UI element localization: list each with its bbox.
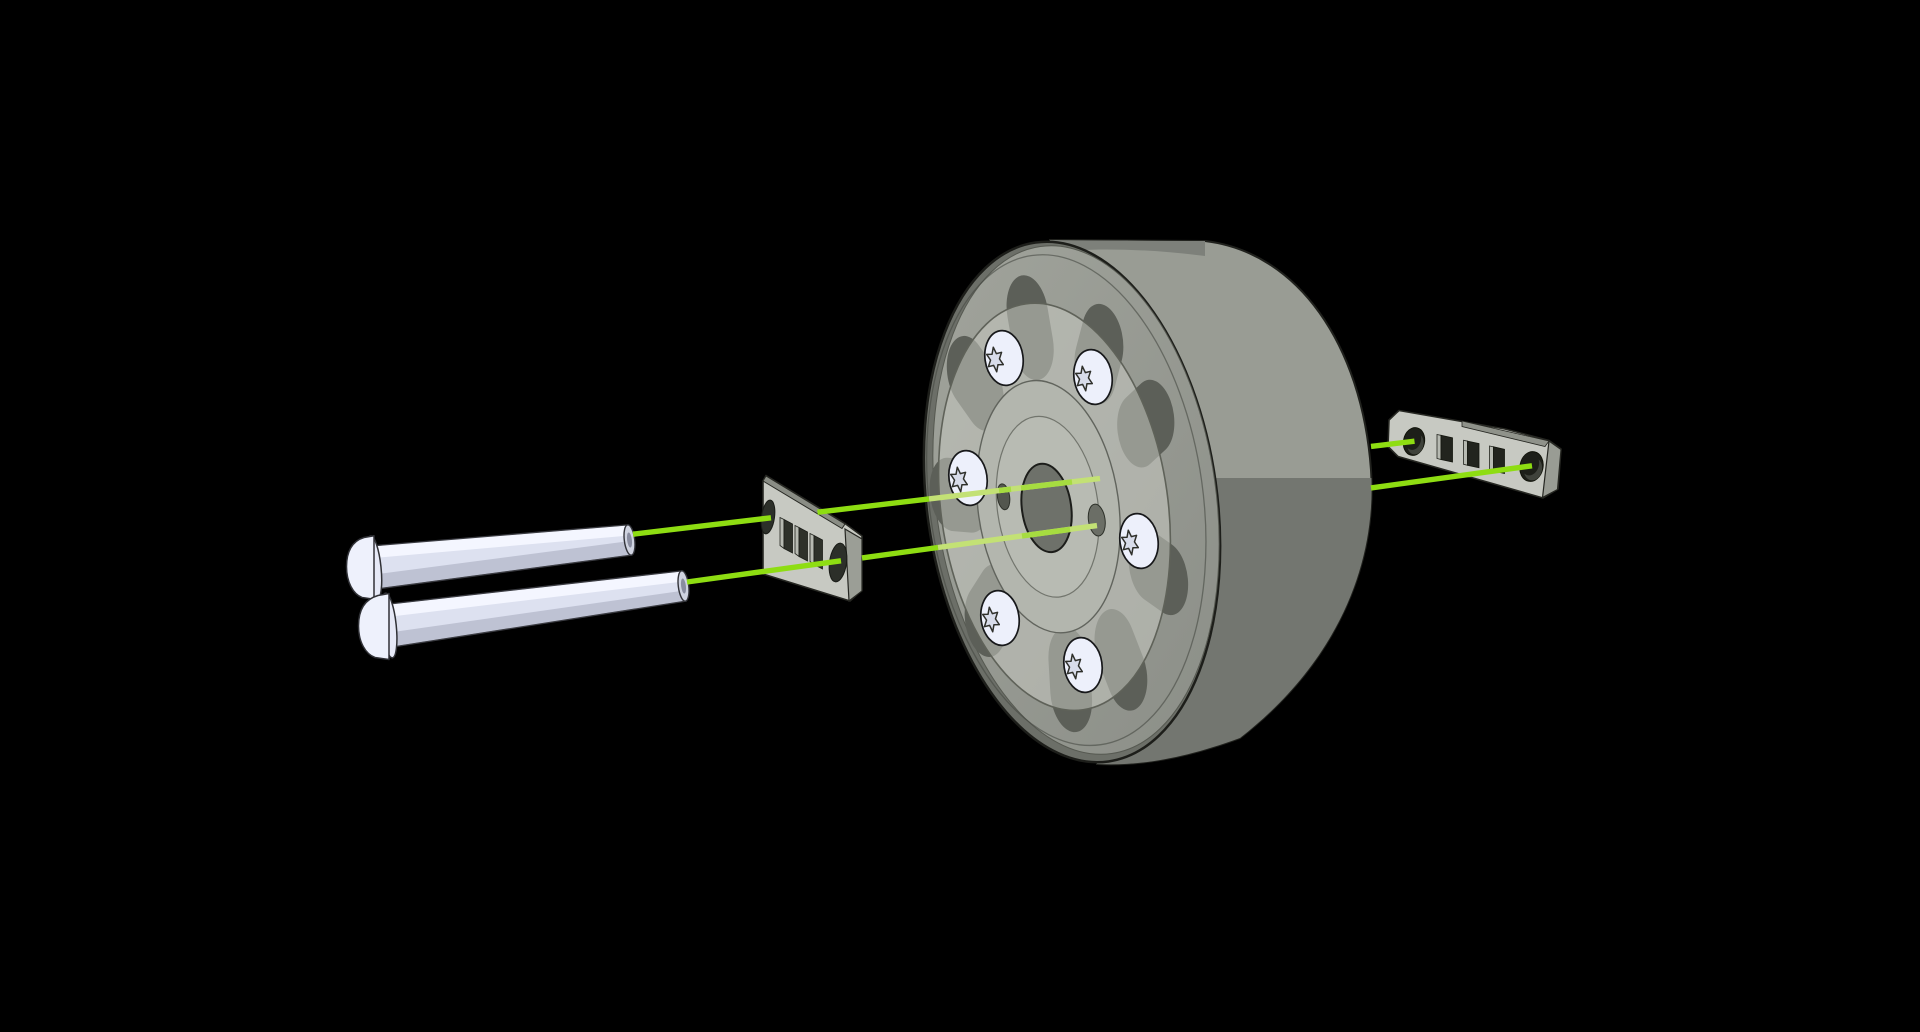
torx-screw <box>1072 348 1114 406</box>
explode-lines <box>632 438 1533 585</box>
drum-top-band <box>1050 240 1205 256</box>
torx-recess <box>949 466 969 493</box>
torx-recess <box>1074 365 1094 392</box>
bolt-head-dome <box>345 535 375 600</box>
plate-slots <box>779 516 823 570</box>
plate-end-face <box>1541 439 1562 499</box>
torx-recess <box>981 606 1001 633</box>
plate-end-face <box>844 527 863 603</box>
bolt-head-dome <box>357 592 390 661</box>
wheel-drum-assembly[interactable] <box>892 222 1420 808</box>
torx-recess <box>1064 653 1084 680</box>
rim-chamfer-ring <box>897 236 1236 763</box>
bolt-lower[interactable] <box>357 570 691 661</box>
bolt-tip-face <box>626 532 633 548</box>
explode-line-lower <box>686 463 1533 585</box>
bolt-shaft-shade <box>374 541 632 589</box>
bolt-tip-face <box>680 578 687 594</box>
plate-top-face <box>762 475 846 530</box>
torx-screw <box>979 589 1021 647</box>
plate-left[interactable] <box>759 474 863 603</box>
torx-screw <box>1118 512 1160 570</box>
torx-screw <box>1062 636 1104 694</box>
torx-screws[interactable] <box>945 328 1161 695</box>
bolt-upper[interactable] <box>345 524 637 600</box>
bolt-shaft-shade <box>389 590 686 647</box>
torx-recess <box>985 346 1005 373</box>
torx-screw <box>983 329 1025 387</box>
bolt-shaft-highlight <box>372 525 630 558</box>
bolt-shaft-highlight <box>386 571 683 617</box>
torx-recess <box>1120 529 1140 556</box>
plate-top-face <box>1461 420 1550 447</box>
explode-line-upper <box>632 438 1415 537</box>
plate-right[interactable] <box>1387 409 1562 499</box>
plate-slots <box>1436 434 1505 475</box>
